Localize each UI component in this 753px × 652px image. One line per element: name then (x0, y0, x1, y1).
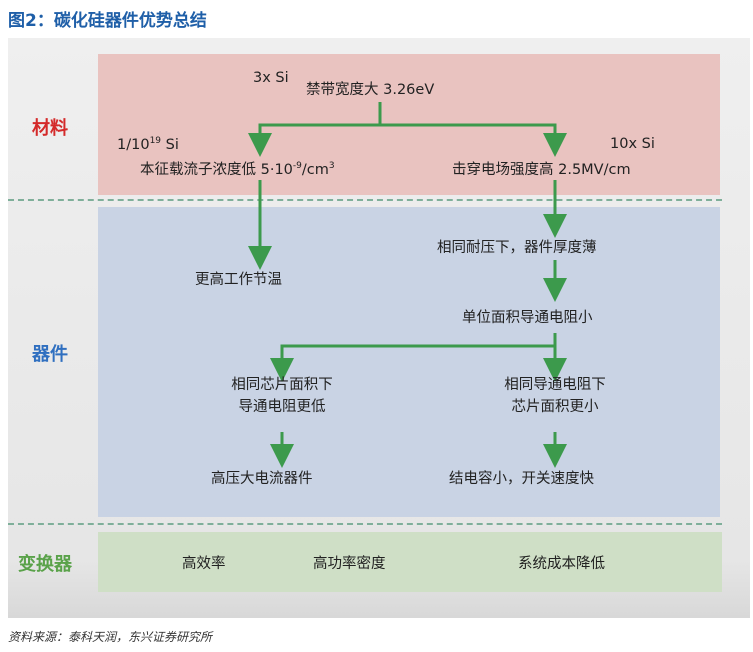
divider (8, 523, 722, 525)
section-label-device: 器件 (32, 344, 68, 365)
node-line: 芯片面积更小 (511, 399, 599, 415)
divider (8, 199, 722, 201)
converter-section (98, 532, 722, 592)
device-node: 结电容小，开关速度快 (449, 471, 594, 487)
ratio-label: 10x Si (610, 136, 655, 152)
node-line: 导通电阻更低 (238, 399, 326, 415)
converter-item: 高功率密度 (313, 556, 386, 572)
converter-item: 系统成本降低 (518, 556, 605, 572)
arrow-connector (380, 123, 567, 157)
device-node: 单位面积导通电阻小 (462, 310, 593, 326)
carrier-unit-exp: 3 (328, 161, 335, 172)
device-node: 高压大电流器件 (211, 471, 313, 487)
source-note: 资料来源：泰科天润，东兴证券研究所 (8, 630, 213, 644)
device-node: 更高工作节温 (195, 272, 282, 288)
carrier-exp: -9 (292, 161, 302, 172)
section-label-converter: 变换器 (18, 554, 72, 575)
converter-item: 高效率 (182, 556, 226, 572)
arrow-connector (270, 333, 557, 382)
device-node: 相同芯片面积下导通电阻更低 (222, 374, 342, 418)
carrier-label: 本征载流子浓度低 5·10-9/cm3 (140, 158, 335, 179)
device-section (98, 207, 720, 517)
node-line: 相同导通电阻下 (504, 377, 606, 393)
breakdown-label: 击穿电场强度高 2.5MV/cm (452, 162, 631, 178)
bandgap-label: 禁带宽度大 3.26eV (306, 82, 435, 98)
section-label-material: 材料 (32, 118, 68, 139)
node-line: 相同芯片面积下 (231, 377, 333, 393)
carrier-unit: /cm (301, 162, 329, 178)
arrow-connector (248, 102, 382, 157)
figure-title: 图2：碳化硅器件优势总结 (8, 11, 207, 31)
carrier-text: 本征载流子浓度低 5·10 (140, 162, 293, 178)
ratio-unit: Si (161, 136, 179, 153)
device-node: 相同耐压下，器件厚度薄 (437, 240, 597, 256)
ratio-label: 3x Si (253, 70, 289, 86)
ratio-base: 1/10 (117, 136, 150, 153)
ratio-label: 1/1019 Si (117, 136, 179, 153)
device-node: 相同导通电阻下芯片面积更小 (495, 374, 615, 418)
ratio-exp: 19 (149, 136, 162, 146)
